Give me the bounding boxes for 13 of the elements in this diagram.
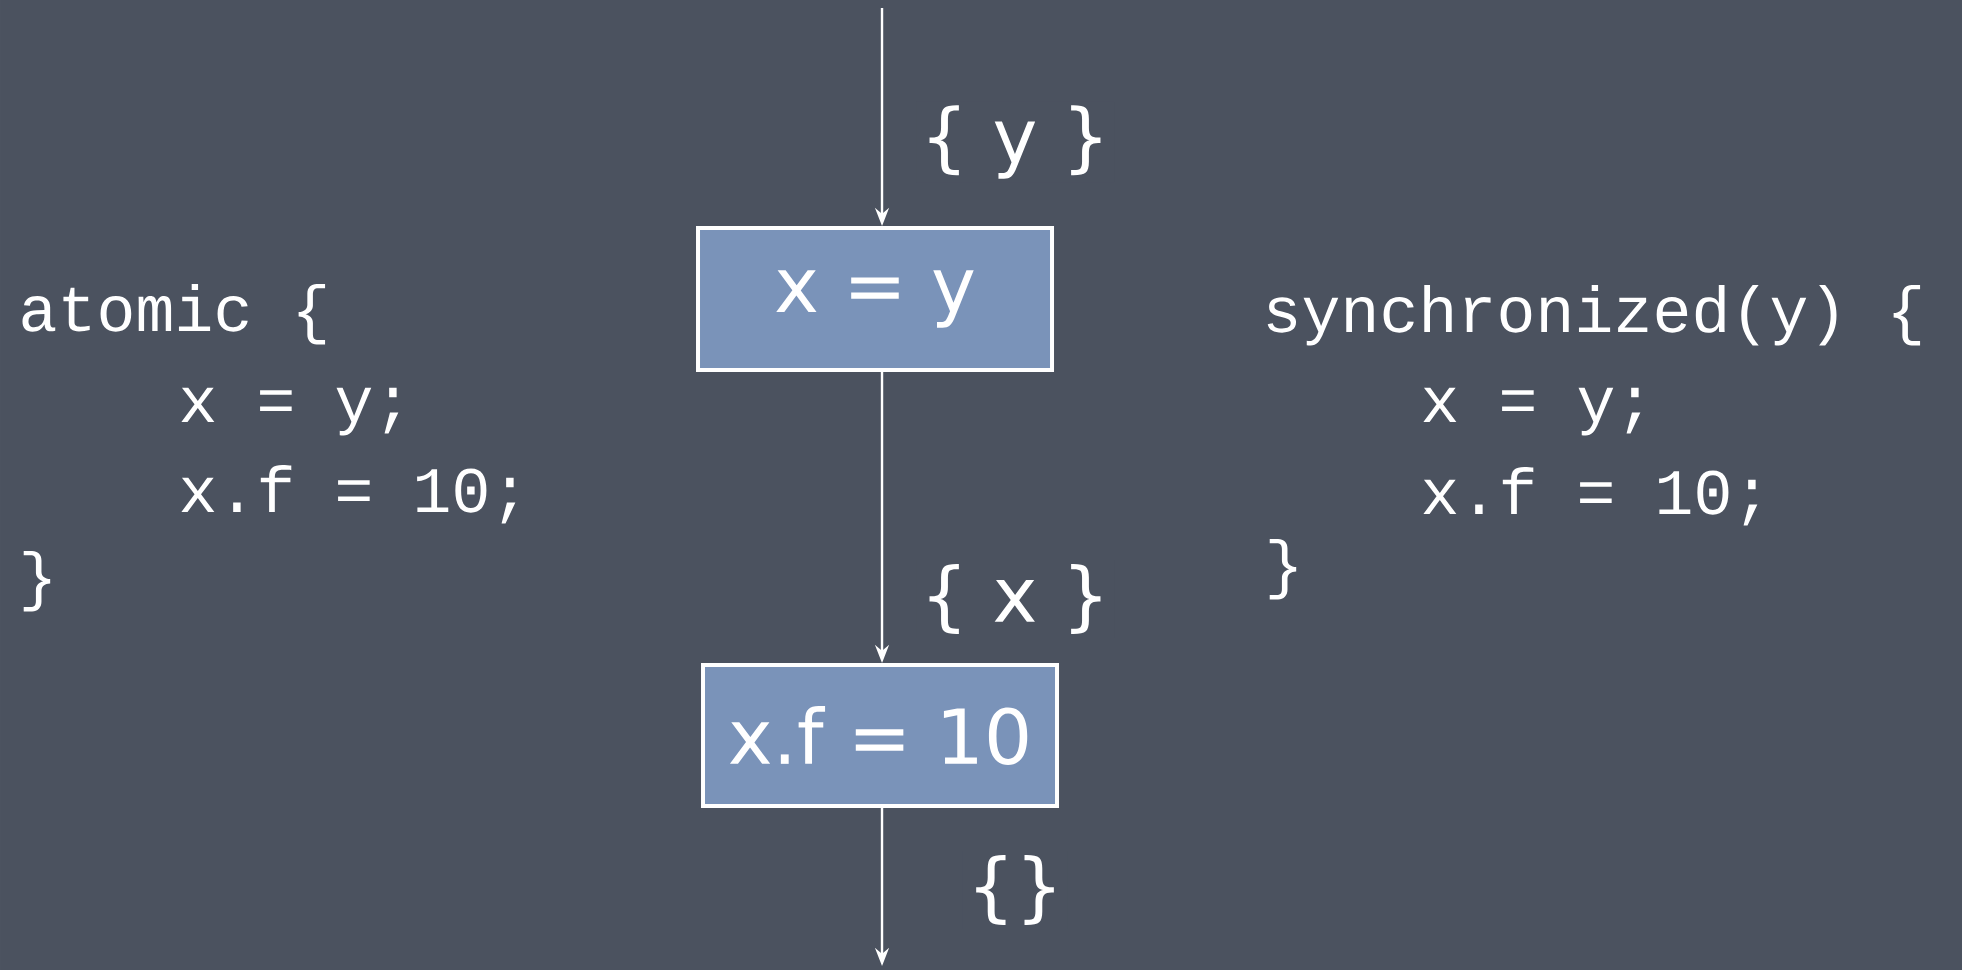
code-line: x = y;	[181, 387, 399, 436]
code-line: x.f = 10;	[181, 464, 516, 524]
statement-box: x.f = 10	[701, 663, 1059, 808]
code-line: }	[23, 550, 51, 612]
statement-box: x = y	[696, 226, 1054, 372]
edge-label: { x }	[916, 559, 1114, 639]
edge-label: {}	[962, 850, 1068, 930]
code-line: }	[1269, 538, 1297, 600]
code-line: x = y;	[1423, 387, 1641, 436]
code-line: synchronized(y) {	[1267, 284, 1921, 346]
edge-label: { y }	[916, 101, 1114, 183]
code-line: x.f = 10;	[1423, 466, 1758, 526]
code-line: atomic {	[22, 283, 326, 345]
